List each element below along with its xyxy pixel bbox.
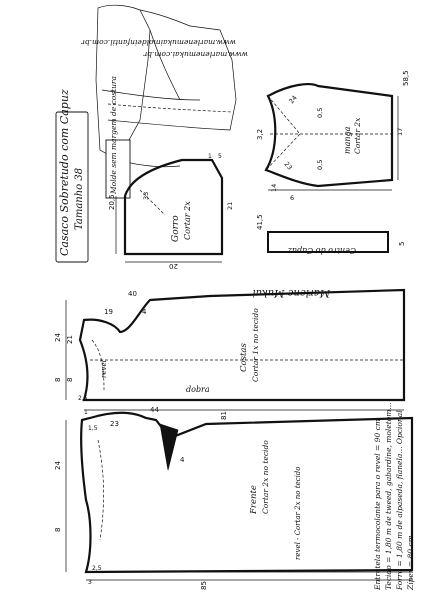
costas-width: 19 — [104, 308, 113, 316]
costas-h1: 24 — [54, 333, 62, 342]
costas-h3: 8 — [66, 378, 74, 382]
seam-note-frame — [105, 139, 131, 199]
gorro-top-a: 1 — [208, 153, 212, 160]
frente-h4: 1 — [84, 409, 88, 416]
gorro-name: Gorro — [171, 215, 181, 242]
manga-back-curve: 24 — [287, 94, 298, 105]
piece-centro-capuz: Centro do Capuz 41,5 5 — [256, 214, 406, 255]
frente-h3: 3 — [88, 579, 92, 586]
frente-length: 85 — [200, 581, 208, 590]
manga-cap: 3,2 — [256, 129, 264, 140]
frente-w5: 2,5 — [92, 565, 102, 572]
frente-w4: 4 — [180, 456, 185, 464]
centro-capuz-name: Centro do Capuz — [287, 246, 356, 255]
centro-capuz-length: 41,5 — [256, 214, 264, 230]
manga-cut: Cortar 2x — [353, 117, 362, 154]
costas-h4: 8 — [54, 378, 62, 382]
gorro-top-b: 5 — [218, 153, 222, 160]
costas-fold: dobra — [186, 385, 210, 394]
frente-w3: 1,5 — [88, 425, 98, 432]
manga-hem: 17 — [396, 128, 404, 136]
piece-manga: manga Cortar 2x 58,5 3,2 24 23 0,5 0,5 1… — [256, 70, 410, 202]
title-block: Casaco Sobretudo com Capuz Tamanho 38 — [55, 89, 89, 263]
costas-w2: 4 — [142, 308, 147, 316]
costas-cut: Cortar 1x no tecido — [251, 308, 260, 382]
costas-h5: 2,5 — [78, 395, 88, 402]
manga-b: 0,5 — [316, 108, 324, 118]
frente-h2: 8 — [54, 528, 62, 532]
gorro-curve: 33 — [142, 192, 150, 200]
materials: Entretela termocolante para o revel = 90… — [373, 402, 415, 591]
costas-length: 81 — [220, 411, 228, 420]
costas-h2: 21 — [66, 335, 74, 344]
seam-note: Molde sem margem de costura — [105, 76, 131, 199]
costas-name: Costas — [239, 343, 249, 372]
website-2: www.marlenemukaimoldeinfantil.com.br — [81, 38, 236, 47]
material-line-3: Forro = 1,80 m de alpaseda, flanela... O… — [395, 410, 404, 591]
websites: www.marlenemukai.com.br — [143, 50, 248, 59]
manga-length: 58,5 — [402, 70, 410, 86]
seam-note-line: Molde sem margem de costura — [109, 76, 118, 195]
gorro-side: 21 — [226, 202, 234, 210]
piece-frente: Frente Cortar 2x no tecido revel - Corta… — [54, 406, 414, 590]
title-frame — [55, 111, 89, 263]
pattern-title: Casaco Sobretudo com Capuz — [58, 89, 71, 256]
website-1: www.marlenemukai.com.br — [143, 50, 248, 59]
costas-w1: 40 — [128, 290, 137, 298]
costas-revel: revel — [100, 360, 108, 378]
material-line-1: Entretela termocolante para o revel = 90… — [373, 419, 382, 591]
gorro-height: 20,5 — [108, 194, 116, 210]
frente-w1: 23 — [110, 420, 119, 428]
frente-revel-cut: revel - Cortar 2x no tecido — [294, 467, 302, 561]
frente-w2: 44 — [150, 406, 159, 414]
piece-gorro: Gorro Cortar 2x 20,5 20 33 1 5 21 — [108, 153, 234, 270]
websites-2: www.marlenemukaimoldeinfantil.com.br — [81, 38, 236, 47]
frente-name: Frente — [249, 485, 259, 515]
piece-costas: Costas Cortar 1x no tecido dobra revel 4… — [54, 288, 406, 420]
gorro-width: 20 — [169, 262, 178, 270]
frente-h1: 24 — [54, 461, 62, 470]
manga-a: 6 — [290, 194, 294, 202]
manga-cuff: 14 — [270, 184, 278, 192]
gorro-cut: Cortar 2x — [183, 201, 192, 240]
frente-cut: Cortar 2x no tecido — [261, 440, 270, 514]
manga-c: 0,5 — [316, 160, 324, 170]
material-line-2: Tecido = 1,80 m de tweed, gabardine, mol… — [384, 402, 393, 590]
manga-name: manga — [343, 126, 352, 154]
pattern-size: Tamanho 38 — [74, 168, 85, 230]
manga-front-curve: 23 — [282, 160, 293, 171]
material-line-4: Zíper = 80 cm — [406, 535, 415, 591]
centro-capuz-width: 5 — [398, 242, 406, 246]
